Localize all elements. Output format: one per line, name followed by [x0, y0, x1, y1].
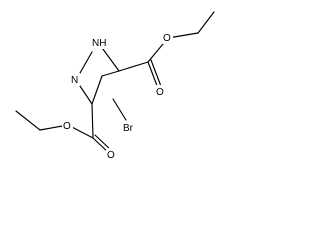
mask-o-left-double	[106, 148, 117, 161]
pyrazole-ring-bonds	[75, 44, 120, 105]
atom-label-nh: NH	[92, 38, 106, 49]
bond-c3-ccarbonyl-left	[91, 103, 94, 139]
atom-label-o-left-double: O	[107, 150, 115, 161]
bond-c4-c3	[91, 75, 103, 105]
mask-nh	[91, 36, 108, 49]
bond-carbonyl-double-right-b	[150, 59, 163, 90]
bond-c5-ccarbonyl-right	[118, 61, 149, 72]
atom-label-o-right-single: O	[163, 33, 171, 44]
mask-n	[70, 73, 80, 86]
bond-ch2-ch3-right	[197, 11, 215, 34]
atom-label-n: N	[71, 75, 78, 86]
mask-br	[122, 121, 137, 134]
atom-label-o-right-double: O	[156, 87, 164, 98]
bond-n1-c5	[99, 44, 120, 72]
mask-o-right-double	[155, 85, 166, 98]
bond-ch2-ch3-left	[15, 110, 41, 131]
mask-o-right-single	[162, 31, 173, 44]
bond-c4-br	[112, 98, 127, 121]
bond-c5-c4	[101, 70, 120, 77]
right-ester-bonds	[118, 11, 215, 92]
atom-label-o-left-single: O	[63, 121, 71, 132]
chemical-structure-diagram: NH N Br O O O O	[15, 11, 215, 161]
mask-o-left-single	[62, 119, 73, 132]
atom-label-br: Br	[123, 123, 134, 134]
